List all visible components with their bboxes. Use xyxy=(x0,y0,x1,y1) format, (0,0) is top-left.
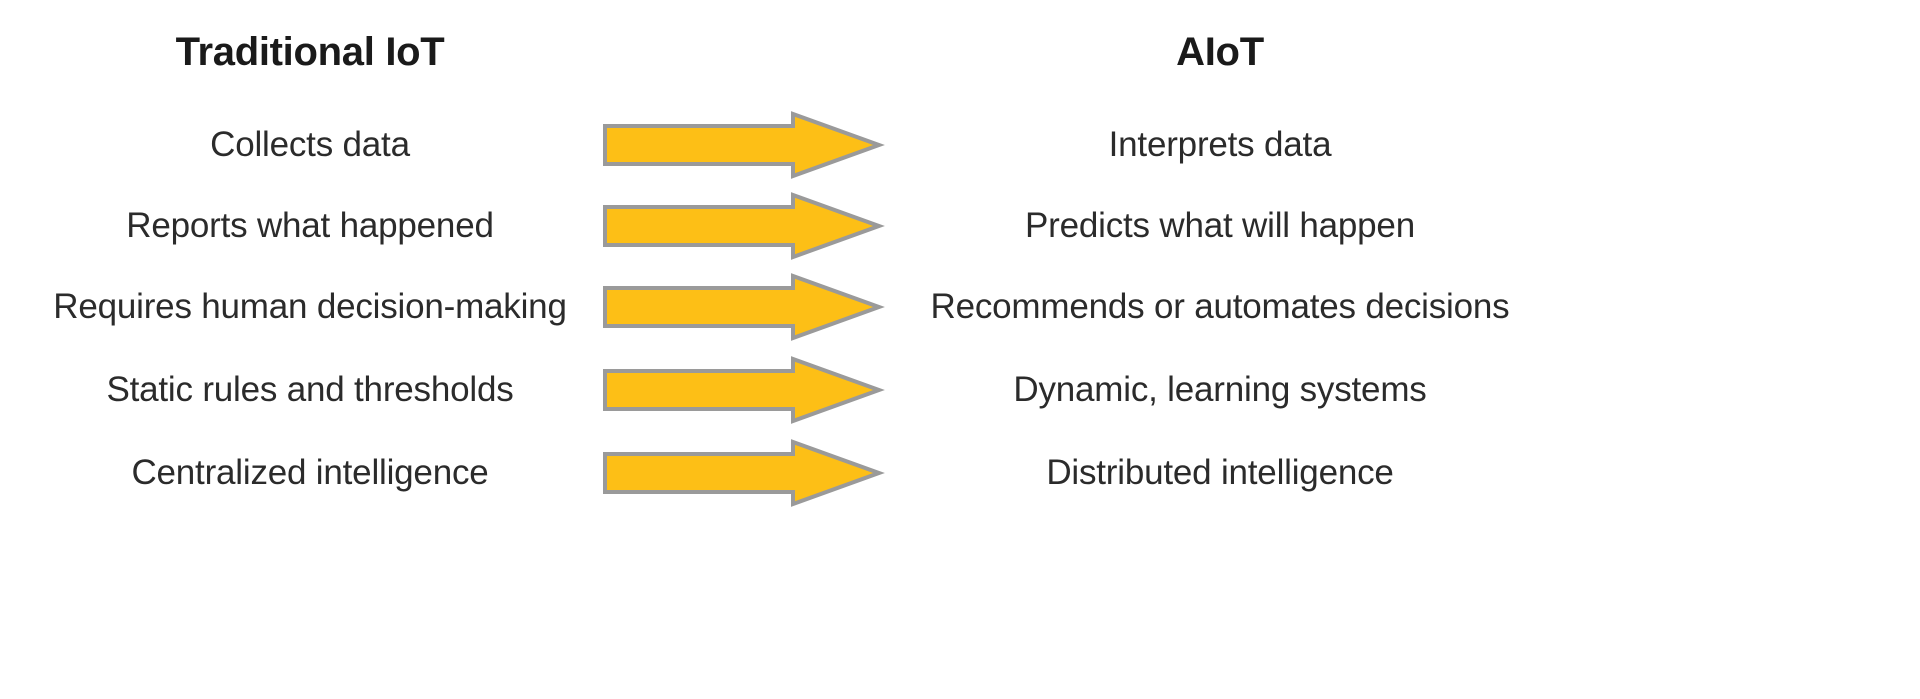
comparison-row: Centralized intelligence Distributed int… xyxy=(0,434,1920,515)
aiot-item: Recommends or automates decisions xyxy=(930,287,1510,326)
comparison-row: Static rules and thresholds Dynamic, lea… xyxy=(0,351,1920,432)
aiot-item: Interprets data xyxy=(1108,125,1332,164)
aiot-item: Predicts what will happen xyxy=(1025,206,1415,245)
comparison-row: Reports what happened Predicts what will… xyxy=(0,187,1920,266)
traditional-iot-item: Reports what happened xyxy=(126,206,494,245)
column-headers: Traditional IoT AIoT xyxy=(0,30,1920,100)
traditional-iot-item: Collects data xyxy=(210,125,410,164)
comparison-row: Requires human decision-making Recommend… xyxy=(0,268,1920,349)
right-block-arrow-icon xyxy=(603,356,885,424)
column-header-traditional-iot: Traditional IoT xyxy=(175,30,445,74)
traditional-iot-item: Requires human decision-making xyxy=(53,287,567,326)
traditional-iot-item: Static rules and thresholds xyxy=(106,370,514,409)
right-block-arrow-icon xyxy=(603,439,885,507)
right-block-arrow-icon xyxy=(603,273,885,341)
column-header-aiot: AIoT xyxy=(1176,30,1264,74)
comparison-rows: Collects data Interprets data Reports wh… xyxy=(0,106,1920,515)
traditional-iot-item: Centralized intelligence xyxy=(131,453,489,492)
right-block-arrow-icon xyxy=(603,192,885,260)
comparison-row: Collects data Interprets data xyxy=(0,106,1920,185)
aiot-item: Dynamic, learning systems xyxy=(1013,370,1427,409)
aiot-item: Distributed intelligence xyxy=(1046,453,1394,492)
right-block-arrow-icon xyxy=(603,111,885,179)
